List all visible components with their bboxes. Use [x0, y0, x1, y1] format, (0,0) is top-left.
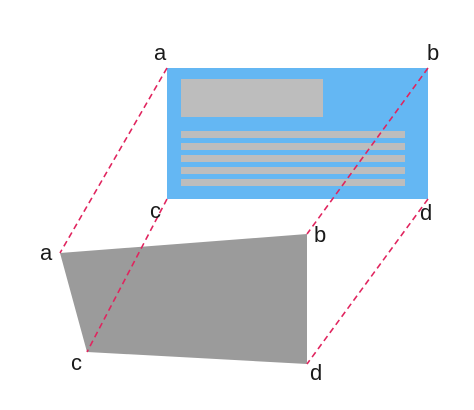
correspondence-line-c: [86, 198, 168, 353]
placeholder-text-line: [181, 167, 405, 174]
placeholder-title-block: [181, 79, 323, 117]
source-label-a: a: [154, 40, 167, 65]
target-quadrilateral: [60, 234, 307, 364]
target-label-c: c: [71, 350, 82, 375]
target-label-a: a: [40, 240, 53, 265]
target-label-d: d: [310, 360, 322, 385]
placeholder-text-line: [181, 179, 405, 186]
correspondence-line-d: [306, 198, 429, 365]
placeholder-text-line: [181, 155, 405, 162]
target-label-b: b: [314, 222, 326, 247]
placeholder-text-line: [181, 143, 405, 150]
source-label-c: c: [150, 198, 161, 223]
correspondence-line-b: [306, 67, 429, 235]
placeholder-text-line: [181, 131, 405, 138]
correspondence-line-a: [59, 67, 168, 254]
source-label-b: b: [427, 40, 439, 65]
source-label-d: d: [420, 200, 432, 225]
